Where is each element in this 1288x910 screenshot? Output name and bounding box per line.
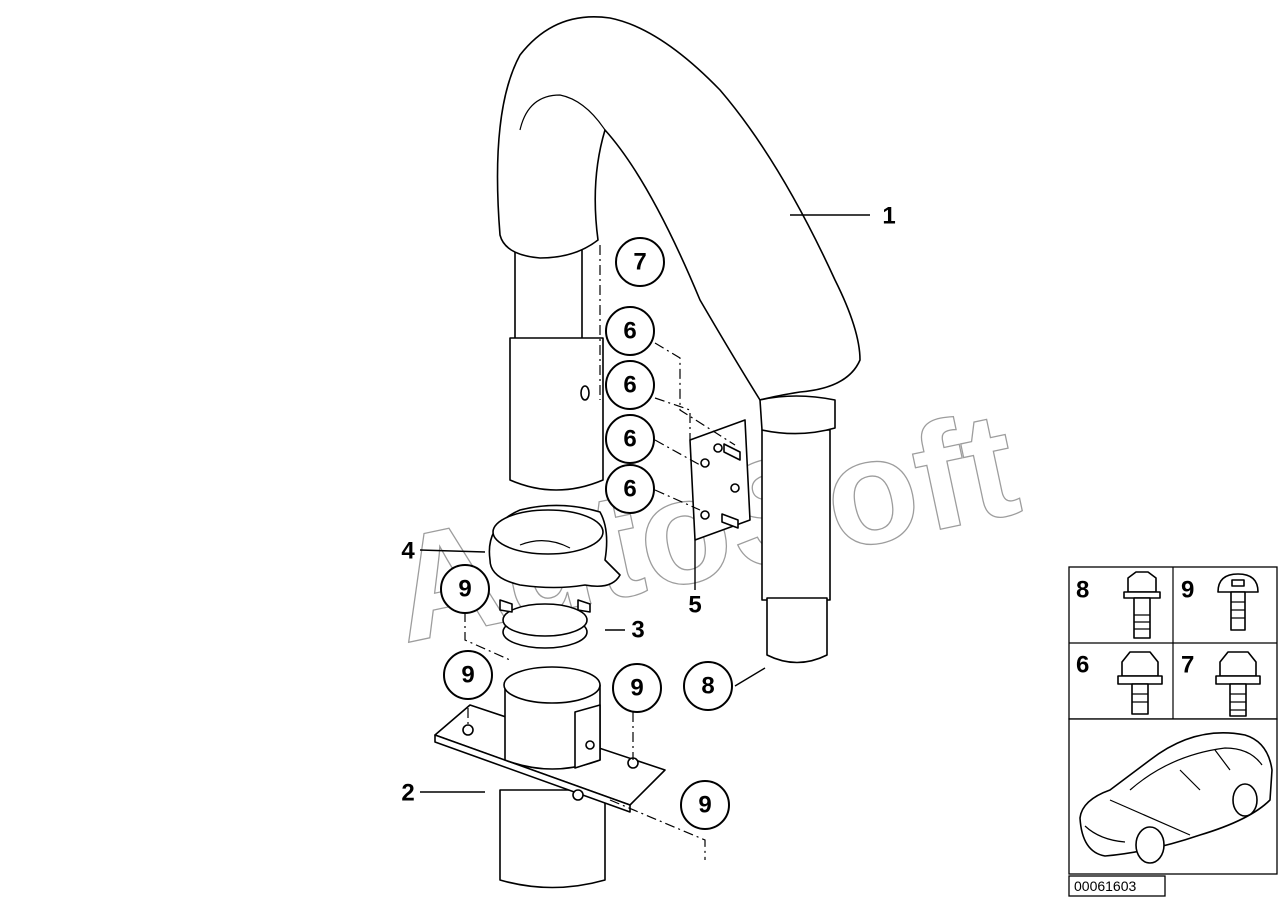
legend-item-7: 7 xyxy=(1181,651,1261,717)
callout-8: 8 xyxy=(683,661,733,711)
callout-6d-text: 6 xyxy=(623,476,636,503)
callout-6a-text: 6 xyxy=(623,318,636,345)
legend-label-9: 9 xyxy=(1181,577,1194,604)
flange-bolt-long-icon xyxy=(1123,571,1161,639)
label-2: 2 xyxy=(401,780,414,807)
callout-7-text: 7 xyxy=(633,249,646,276)
leader-lines xyxy=(419,214,870,860)
reference-code-box: 00061603 xyxy=(1068,875,1166,897)
callout-9b-text: 9 xyxy=(461,662,474,689)
callout-9a: 9 xyxy=(440,564,490,614)
legend-label-8: 8 xyxy=(1076,577,1089,604)
callout-6a: 6 xyxy=(605,306,655,356)
callout-9c-text: 9 xyxy=(630,675,643,702)
legend-item-9: 9 xyxy=(1181,573,1259,631)
button-head-screw-icon xyxy=(1217,573,1259,631)
callout-6d: 6 xyxy=(605,464,655,514)
legend-item-6: 6 xyxy=(1076,651,1163,715)
car-icon xyxy=(1079,732,1273,864)
callout-9d-text: 9 xyxy=(698,792,711,819)
mounting-plate xyxy=(689,419,751,541)
legend-item-8: 8 xyxy=(1076,571,1161,639)
label-5: 5 xyxy=(688,592,701,619)
fastener-legend: 8 9 6 xyxy=(1068,566,1278,720)
hex-flange-bolt-icon xyxy=(1215,651,1261,717)
hex-bolt-icon xyxy=(1117,651,1163,715)
callout-6c: 6 xyxy=(605,414,655,464)
callout-9a-text: 9 xyxy=(458,576,471,603)
callout-6c-text: 6 xyxy=(623,426,636,453)
reference-code: 00061603 xyxy=(1074,878,1137,894)
callout-9c: 9 xyxy=(612,663,662,713)
trim-cover xyxy=(488,504,621,589)
clamp-ring xyxy=(499,599,591,649)
callout-6b: 6 xyxy=(605,360,655,410)
label-1: 1 xyxy=(882,203,895,230)
callout-9b: 9 xyxy=(443,650,493,700)
callout-8-text: 8 xyxy=(701,673,714,700)
callout-6b-text: 6 xyxy=(623,372,636,399)
legend-label-7: 7 xyxy=(1181,652,1194,679)
roll-bar-tube xyxy=(496,16,861,664)
legend-label-6: 6 xyxy=(1076,652,1089,679)
callout-7: 7 xyxy=(615,237,665,287)
label-4: 4 xyxy=(401,538,415,565)
label-3: 3 xyxy=(631,617,644,644)
callout-9d: 9 xyxy=(680,780,730,830)
vehicle-thumbnail xyxy=(1068,718,1278,875)
base-bracket xyxy=(434,666,666,889)
